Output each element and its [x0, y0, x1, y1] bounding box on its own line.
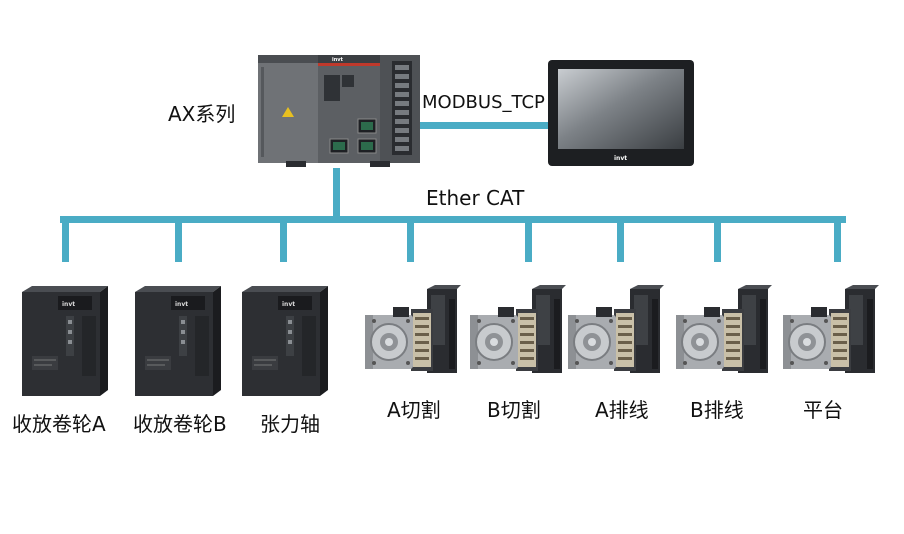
bus-drop-5 — [525, 216, 532, 262]
svg-text:invt: invt — [282, 301, 295, 308]
bus-drop-2 — [175, 216, 182, 262]
servo-drive-image-2: invt — [135, 286, 221, 402]
hmi-link-label: MODBUS_TCP — [422, 92, 545, 113]
bus-label: Ether CAT — [426, 186, 525, 210]
bus-drop-1 — [62, 216, 69, 262]
bus-drop-3 — [280, 216, 287, 262]
plc-brand-logo: invt — [332, 57, 344, 63]
device-label-1: 收放卷轮A — [12, 412, 106, 436]
device-label-8: 平台 — [803, 398, 843, 422]
plc-controller-image: invt — [258, 55, 420, 167]
device-label-3: 张力轴 — [260, 412, 320, 436]
device-label-2: 收放卷轮B — [133, 412, 227, 436]
plc-drop-line — [333, 168, 340, 220]
svg-text:invt: invt — [62, 301, 75, 308]
hmi-brand-logo: invt — [614, 155, 627, 162]
bus-drop-7 — [714, 216, 721, 262]
servo-motor-drive-image-6 — [568, 285, 664, 383]
controller-label: AX系列 — [168, 102, 236, 126]
servo-drive-image-3: invt — [242, 286, 328, 402]
device-label-6: A排线 — [595, 398, 649, 422]
servo-motor-drive-image-5 — [470, 285, 566, 383]
bus-drop-6 — [617, 216, 624, 262]
device-label-7: B排线 — [690, 398, 744, 422]
svg-text:invt: invt — [175, 301, 188, 308]
hmi-touchscreen-image: invt — [548, 60, 694, 166]
plc-to-hmi-link — [420, 122, 550, 129]
servo-drive-image-1: invt — [22, 286, 108, 402]
ethercat-bus-line — [60, 216, 846, 223]
bus-drop-8 — [834, 216, 841, 262]
bus-drop-4 — [407, 216, 414, 262]
servo-motor-drive-image-4 — [365, 285, 461, 383]
device-label-5: B切割 — [487, 398, 541, 422]
device-label-4: A切割 — [387, 398, 441, 422]
servo-motor-drive-image-7 — [676, 285, 772, 383]
servo-motor-drive-image-8 — [783, 285, 879, 383]
